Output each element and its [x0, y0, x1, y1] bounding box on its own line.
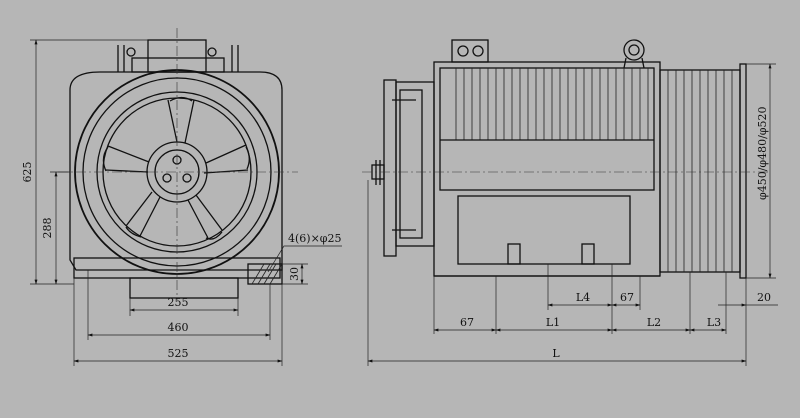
dim-label-20: 20 [757, 291, 771, 304]
dim-label-460: 460 [168, 321, 189, 334]
front-view [58, 28, 298, 300]
side-view-dimensions [367, 63, 778, 366]
diameter-label: φ450/φ480/φ520 [756, 106, 769, 200]
dim-label-L3: L3 [707, 316, 721, 329]
dim-label-L1: L1 [546, 316, 560, 329]
dim-label-30: 30 [288, 267, 301, 281]
dim-label-L4: L4 [576, 291, 590, 304]
dim-label-625: 625 [21, 162, 34, 183]
dim-label-288: 288 [41, 218, 54, 239]
dim-label-L: L [552, 347, 560, 360]
side-view [362, 39, 770, 279]
dim-label-L2: L2 [647, 316, 661, 329]
dim-label-255: 255 [168, 296, 189, 309]
front-view-dimensions [30, 39, 342, 366]
dim-label-67-upper: 67 [620, 291, 634, 304]
dim-label-525: 525 [168, 347, 189, 360]
dim-label-67-lower: 67 [460, 316, 474, 329]
hole-spec-label: 4(6)×φ25 [288, 232, 342, 245]
